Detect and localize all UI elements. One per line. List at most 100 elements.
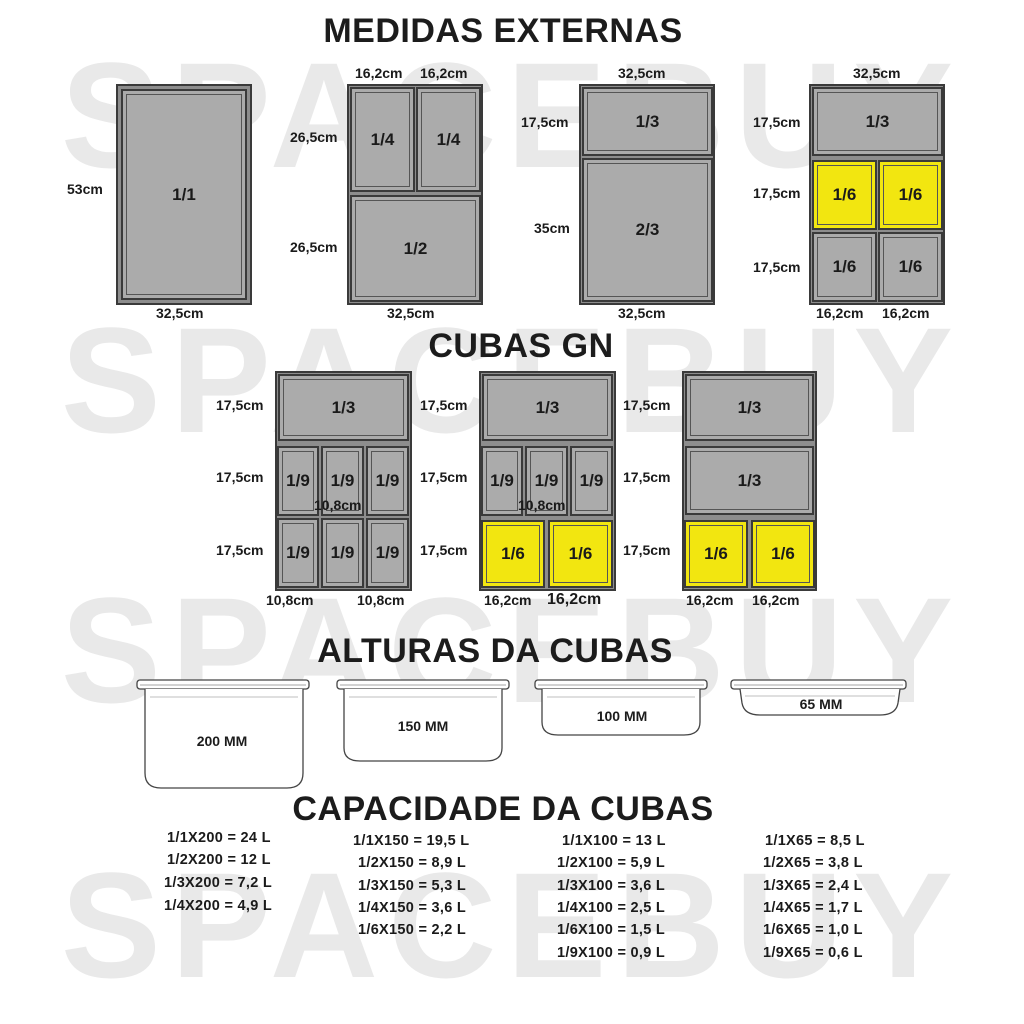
- pan-1-9: 1/9: [277, 518, 319, 588]
- pan-height-illustrations: [136, 679, 907, 789]
- dim-label: 26,5cm: [290, 239, 338, 255]
- pan-1-6-highlight: 1/6: [812, 160, 877, 230]
- capacity-item: 1/4X65 = 1,7 L: [763, 900, 863, 916]
- pan-1-6-highlight: 1/6: [684, 520, 748, 588]
- dim-label: 17,5cm: [623, 397, 671, 413]
- pan-200mm-icon: [136, 679, 310, 789]
- pan-label: 1/3: [737, 470, 762, 490]
- capacity-item: 1/3X200 = 7,2 L: [164, 875, 273, 891]
- capacity-item: 1/1X200 = 24 L: [167, 830, 271, 846]
- dim-label: 17,5cm: [521, 114, 569, 130]
- capacity-item: 1/2X65 = 3,8 L: [763, 855, 863, 871]
- pan-label: 1/3: [865, 111, 890, 131]
- pan-1-9: 1/9: [525, 446, 568, 516]
- capacity-item: 1/4X100 = 2,5 L: [557, 900, 666, 916]
- capacity-item: 1/3X150 = 5,3 L: [358, 878, 467, 894]
- dim-label: 16,2cm: [420, 65, 468, 81]
- pan-label: 1/9: [330, 543, 355, 562]
- pan-1-1: 1/1: [121, 89, 247, 300]
- pan-label: 1/9: [490, 471, 514, 490]
- pan-label: 1/6: [832, 257, 857, 276]
- dim-label: 32,5cm: [387, 305, 435, 321]
- pan-100mm-icon: [534, 679, 708, 736]
- pan-1-6: 1/6: [878, 232, 943, 302]
- pan-1-3: 1/3: [685, 446, 814, 515]
- dim-label: 17,5cm: [753, 185, 801, 201]
- capacity-item: 1/4X200 = 4,9 L: [164, 898, 273, 914]
- dim-label: 10,8cm: [518, 497, 566, 513]
- pan-1-4: 1/4: [350, 87, 415, 192]
- pan-label: 1/4: [436, 129, 461, 149]
- pan-1-3: 1/3: [482, 374, 613, 441]
- pan-label: 1/3: [535, 397, 560, 417]
- dim-label: 17,5cm: [420, 397, 468, 413]
- dim-label: 17,5cm: [216, 397, 264, 413]
- pan-label: 2/3: [635, 220, 660, 239]
- pan-label: 1/6: [704, 544, 728, 563]
- pan-label: 1/9: [579, 471, 604, 490]
- pan-2-3: 2/3: [582, 158, 713, 302]
- capacity-item: 1/2X100 = 5,9 L: [557, 855, 666, 871]
- pan-1-3: 1/3: [812, 87, 943, 156]
- pan-label: 1/6: [832, 185, 857, 204]
- pan-label: 1/9: [286, 471, 310, 490]
- pan-label: 1/9: [534, 471, 559, 490]
- dim-label: 17,5cm: [420, 469, 468, 485]
- pan-1-9: 1/9: [321, 446, 364, 516]
- title-capacidade: CAPACIDADE DA CUBAS: [292, 790, 714, 828]
- dim-label: 16,2cm: [686, 592, 734, 608]
- dim-label: 32,5cm: [618, 65, 666, 81]
- dim-label: 16,2cm: [882, 305, 930, 321]
- pan-label: 1/6: [771, 544, 795, 563]
- pan-1-4: 1/4: [416, 87, 481, 192]
- pan-label: 1/9: [286, 543, 310, 562]
- title-cubas-gn: CUBAS GN: [428, 327, 614, 365]
- dim-label: 16,2cm: [484, 592, 532, 608]
- pan-1-6-highlight: 1/6: [481, 520, 545, 588]
- dim-label: 32,5cm: [853, 65, 901, 81]
- height-label: 200 MM: [196, 733, 248, 749]
- capacity-item: 1/3X65 = 2,4 L: [763, 878, 863, 894]
- pan-label: 1/2: [403, 238, 428, 258]
- capacity-item: 1/9X65 = 0,6 L: [763, 945, 863, 961]
- capacity-item: 1/2X150 = 8,9 L: [358, 855, 467, 871]
- dim-label: 53cm: [67, 181, 103, 197]
- capacity-item: 1/3X100 = 3,6 L: [557, 878, 666, 894]
- pan-1-9: 1/9: [277, 446, 319, 516]
- pan-label: 1/6: [898, 257, 923, 276]
- pan-1-9: 1/9: [366, 518, 409, 588]
- pan-label: 1/6: [501, 544, 525, 563]
- pan-label: 1/6: [568, 544, 593, 563]
- pan-1-6-highlight: 1/6: [751, 520, 815, 588]
- pan-label: 1/1: [172, 184, 196, 204]
- capacity-item: 1/9X100 = 0,9 L: [557, 945, 666, 961]
- pan-label: 1/9: [375, 543, 400, 562]
- dim-label: 32,5cm: [618, 305, 666, 321]
- title-alturas: ALTURAS DA CUBAS: [317, 632, 673, 670]
- pan-1-9: 1/9: [321, 518, 364, 588]
- capacity-item: 1/1X150 = 19,5 L: [353, 833, 470, 849]
- dim-label: 17,5cm: [753, 114, 801, 130]
- pan-150mm-icon: [336, 679, 510, 762]
- dim-label: 17,5cm: [623, 542, 671, 558]
- dim-label: 16,2cm: [547, 591, 602, 608]
- dim-label: 16,2cm: [816, 305, 864, 321]
- capacity-item: 1/6X100 = 1,5 L: [557, 922, 666, 938]
- dim-label: 17,5cm: [623, 469, 671, 485]
- pan-1-9: 1/9: [366, 446, 409, 516]
- capacity-item: 1/1X65 = 8,5 L: [765, 833, 865, 849]
- pan-1-6-highlight: 1/6: [878, 160, 943, 230]
- capacity-item: 1/1X100 = 13 L: [562, 833, 666, 849]
- pan-1-9: 1/9: [570, 446, 613, 516]
- dim-label: 32,5cm: [156, 305, 204, 321]
- pan-1-3: 1/3: [685, 374, 814, 441]
- dim-label: 17,5cm: [420, 542, 468, 558]
- pan-label: 1/3: [331, 397, 356, 417]
- capacity-item: 1/2X200 = 12 L: [167, 852, 271, 868]
- capacity-item: 1/6X150 = 2,2 L: [358, 922, 467, 938]
- title-medidas-externas: MEDIDAS EXTERNAS: [323, 12, 683, 50]
- pan-label: 1/6: [898, 185, 923, 204]
- pan-1-2: 1/2: [350, 195, 481, 302]
- watermark-text: SPACEBUY: [60, 841, 964, 1009]
- pan-label: 1/9: [375, 471, 400, 490]
